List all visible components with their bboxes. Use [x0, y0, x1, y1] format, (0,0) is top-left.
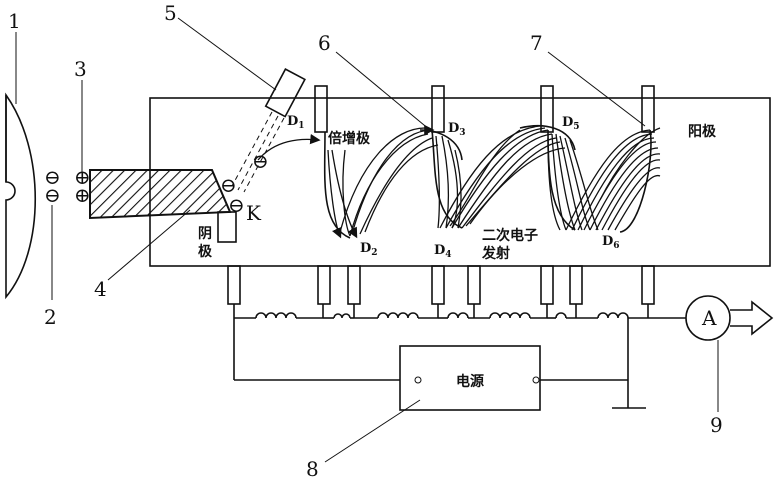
electron-trajectories [258, 126, 660, 236]
lens-shape [6, 95, 35, 297]
circuit-wiring [234, 304, 686, 408]
power-supply-label: 电源 [456, 373, 484, 390]
dynode-label-d3: D3 [448, 121, 466, 138]
secondary-emission-label-1: 二次电子 [482, 227, 538, 244]
cathode-k-label: K [246, 201, 262, 225]
dynode-label-d1: D1 [287, 114, 305, 131]
ammeter-label: A [701, 306, 717, 330]
dynode-label-d2: D2 [360, 241, 378, 258]
callout-8: 8 [306, 457, 319, 481]
light-source [266, 69, 305, 116]
secondary-emission-label-2: 发射 [481, 245, 510, 262]
callout-7: 7 [530, 31, 543, 55]
minus-sign-bottom: ⊖ [44, 183, 61, 207]
callout-6: 6 [318, 31, 331, 55]
minus-sign-k2: ⊖ [228, 193, 245, 217]
anode-label: 阳极 [688, 123, 717, 140]
minus-sign-beam: ⊖ [252, 149, 269, 173]
plus-sign-bottom: ⊕ [74, 183, 91, 207]
cathode-label-1: 阴 [198, 226, 212, 242]
callout-2: 2 [44, 305, 57, 329]
callout-1: 1 [8, 9, 21, 33]
dynode-pins-bottom [228, 266, 654, 304]
photocathode-block [90, 170, 230, 218]
callout-9: 9 [710, 413, 723, 437]
output-arrow [730, 302, 772, 334]
multiplier-label: 倍增极 [328, 130, 371, 147]
callout-5: 5 [164, 1, 177, 25]
callout-4: 4 [94, 277, 107, 301]
dynode-label-d4: D4 [434, 243, 452, 260]
dynode-label-d5: D5 [562, 115, 580, 132]
dynode-pins-top [315, 86, 654, 132]
dynode-label-d6: D6 [602, 234, 620, 251]
callout-3: 3 [74, 57, 87, 81]
dynode-surfaces [325, 126, 651, 238]
cathode-label-2: 极 [198, 243, 213, 260]
